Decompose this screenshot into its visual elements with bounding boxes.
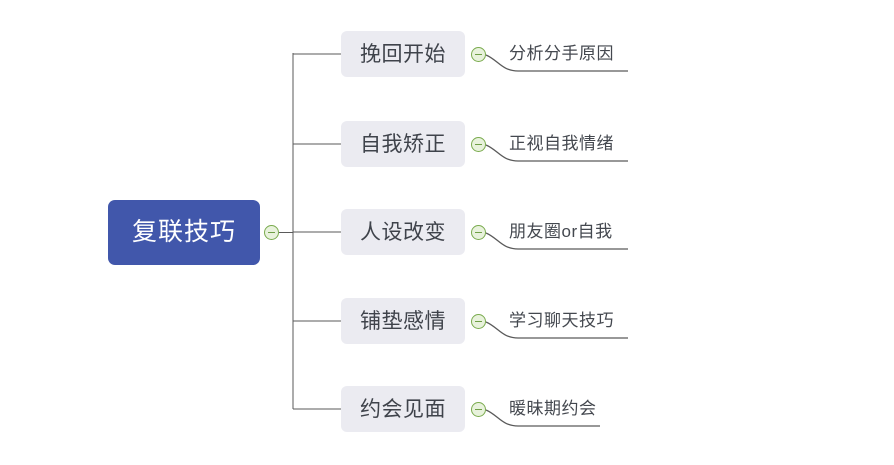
root-node[interactable]: 复联技巧: [108, 200, 260, 265]
branch-node[interactable]: 人设改变: [341, 209, 465, 255]
branch-node[interactable]: 约会见面: [341, 386, 465, 432]
branch-node-label: 人设改变: [360, 220, 446, 244]
branch-collapse-minus-icon[interactable]: [470, 224, 486, 240]
branch-node[interactable]: 自我矫正: [341, 121, 465, 167]
branch-node-label: 铺垫感情: [360, 309, 446, 333]
leaf-node[interactable]: 正视自我情绪: [509, 134, 614, 153]
leaf-node[interactable]: 朋友圈or自我: [509, 222, 613, 241]
root-collapse-minus-icon[interactable]: [263, 225, 279, 240]
branch-node-label: 挽回开始: [360, 42, 446, 66]
branch-collapse-minus-icon[interactable]: [470, 401, 486, 417]
root-node-label: 复联技巧: [131, 218, 236, 246]
branch-node[interactable]: 挽回开始: [341, 31, 465, 77]
branch-collapse-minus-icon[interactable]: [470, 46, 486, 62]
leaf-node[interactable]: 分析分手原因: [509, 44, 614, 63]
branch-node-label: 约会见面: [360, 397, 446, 421]
branch-collapse-minus-icon[interactable]: [470, 136, 486, 152]
branch-node-label: 自我矫正: [360, 132, 446, 156]
branch-node[interactable]: 铺垫感情: [341, 298, 465, 344]
leaf-node[interactable]: 学习聊天技巧: [509, 311, 614, 330]
leaf-node[interactable]: 暖昧期约会: [509, 399, 597, 418]
branch-collapse-minus-icon[interactable]: [470, 313, 486, 329]
